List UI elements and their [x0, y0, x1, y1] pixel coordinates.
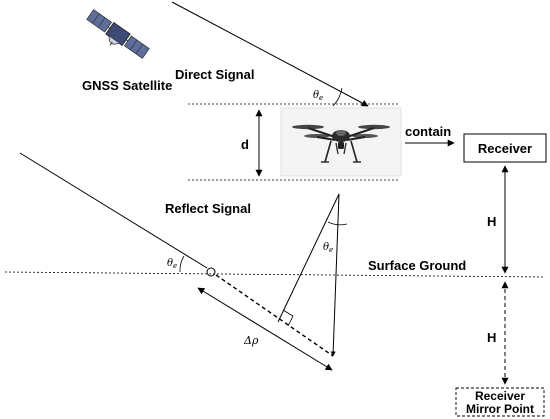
mirror-point-line1: Receiver — [475, 389, 525, 403]
theta-direct-label: θe — [313, 90, 323, 102]
d-label: d — [241, 137, 249, 152]
receiver-box — [463, 133, 547, 163]
reflection-point — [206, 267, 216, 277]
gnss-satellite-label: GNSS Satellite — [82, 78, 172, 93]
direct-signal-label: Direct Signal — [175, 67, 254, 82]
delta-rho-arrow — [197, 287, 333, 371]
drone-box — [280, 107, 402, 177]
reflect-signal-line — [19, 152, 208, 269]
satellite-icon — [86, 9, 150, 59]
delta-rho-label: Δρ — [243, 334, 259, 347]
right-angle-marker — [282, 309, 294, 327]
path-difference-line — [215, 274, 334, 357]
mirror-point-box — [455, 387, 545, 417]
direct-signal-line — [171, 1, 369, 107]
drone-icon — [292, 124, 390, 163]
theta-reflect-mid-label: θe — [323, 242, 333, 254]
theta-reflect-left-label: θe — [167, 258, 177, 270]
reflect-angle-arc-mid — [327, 221, 348, 226]
direct-angle-arc — [332, 87, 343, 107]
h-lower-label: H — [487, 330, 496, 345]
perpendicular-leg — [277, 193, 340, 323]
surface-ground-label: Surface Ground — [368, 258, 466, 273]
h-upper-label: H — [487, 214, 496, 229]
contain-label: contain — [405, 124, 451, 139]
vertical-leg — [330, 193, 340, 357]
receiver-label: Receiver — [478, 141, 532, 156]
reflect-angle-arc-left — [179, 255, 185, 273]
mirror-point-line2: Mirror Point — [466, 402, 534, 416]
reflect-signal-label: Reflect Signal — [165, 201, 251, 216]
